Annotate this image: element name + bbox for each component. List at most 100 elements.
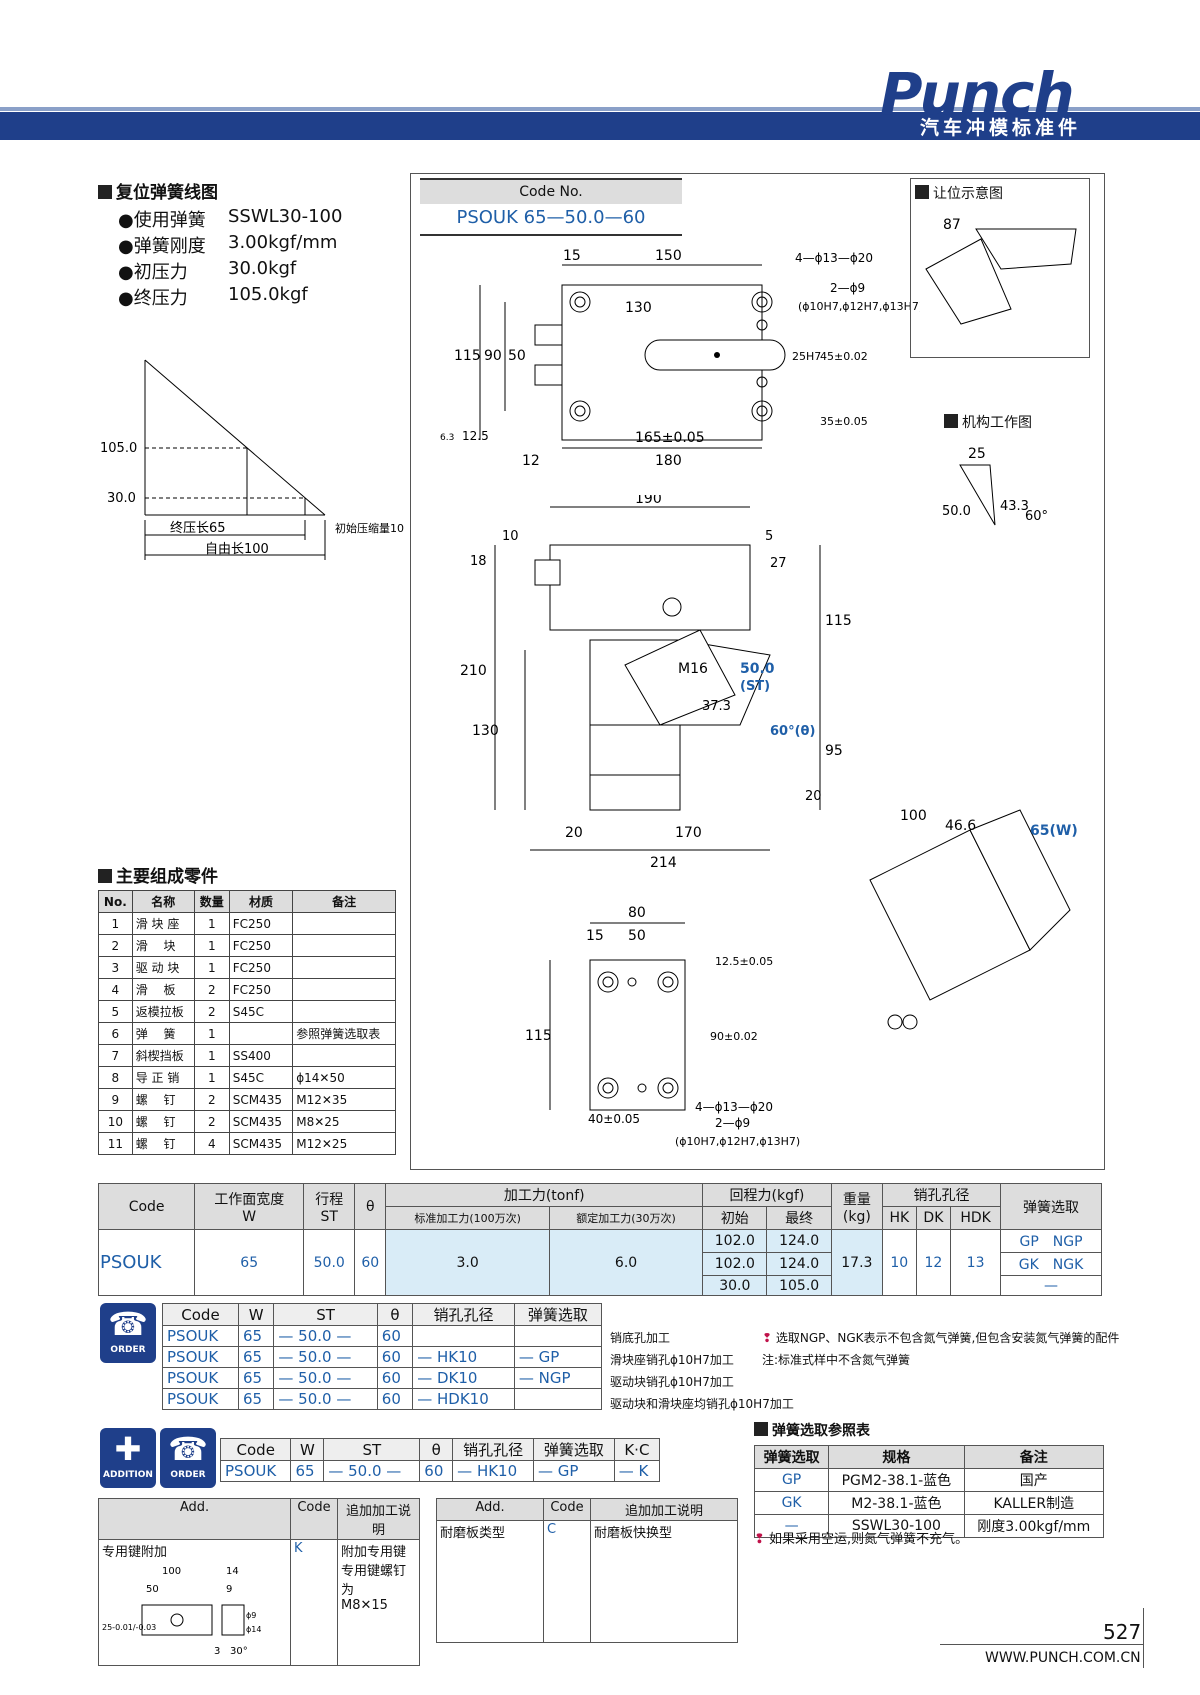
spec-h-pin: 销孔孔径: [881, 1183, 1002, 1207]
spec-h-w-unit: W: [242, 1208, 257, 1225]
parts-title: 主要组成零件: [98, 862, 218, 887]
spec-w: 65: [194, 1229, 305, 1296]
add-h-kc: K·C: [613, 1438, 661, 1461]
mech-dim-43: 43.3: [1000, 499, 1029, 514]
parts-cell: SCM435: [228, 1110, 294, 1133]
parts-cell: [292, 912, 396, 935]
top-pin-spec: 2—ϕ9: [830, 281, 865, 295]
spec-spring-2: GK NGK: [1000, 1252, 1102, 1276]
spec-h-w-text: 工作面宽度: [214, 1191, 285, 1208]
parts-h-mat: 材质: [228, 890, 294, 913]
addr-h-code: Code: [543, 1498, 591, 1521]
addl-add-cell: 专用键附加 100 50 14 9 25-0.01/-0.03 ϕ9 ϕ14 3…: [98, 1539, 291, 1666]
key-dim-14: 14: [226, 1566, 239, 1577]
parts-cell: SCM435: [228, 1132, 294, 1155]
sect-dim-46: 46.6: [945, 818, 976, 834]
spring-spec-label-1: ●使用弹簧: [118, 210, 206, 231]
parts-cell: 7: [98, 1044, 133, 1067]
addition-table: Code W ST θ 销孔孔径 弹簧选取 K·C PSOUK 65 — 50.…: [219, 1438, 661, 1482]
addl-h-code: Code: [290, 1498, 338, 1540]
mech-dim-25: 25: [968, 446, 986, 462]
order-note-4: 驱动块和滑块座均销孔ϕ10H7加工: [610, 1397, 794, 1411]
spec-h-weight: 重量(kg): [830, 1183, 883, 1230]
parts-cell: 4: [193, 1132, 230, 1155]
top-hole-spec: 4—ϕ13—ϕ20: [795, 251, 873, 265]
spec-ret-init-2: 102.0: [702, 1252, 768, 1276]
add-h-st: ST: [323, 1438, 421, 1461]
top-dim-45: 45±0.02: [820, 350, 868, 363]
page-number: 527: [1103, 1620, 1142, 1644]
spec-h-code: Code: [97, 1183, 196, 1230]
key-dim-3: 3: [214, 1646, 220, 1657]
spring-ref-cell: GK: [753, 1491, 830, 1515]
parts-cell: S45C: [228, 1000, 294, 1023]
parts-cell: SS400: [228, 1044, 294, 1067]
spec-h-force-std: 标准加工力(100万次): [385, 1206, 550, 1230]
spec-h-return: 回程力(kgf): [702, 1183, 832, 1207]
spec-ret-init-1: 102.0: [702, 1229, 768, 1253]
parts-cell: 1: [193, 912, 230, 935]
order-cell: 65: [237, 1346, 275, 1368]
spec-h-force-rated: 额定加工力(30万次): [548, 1206, 704, 1230]
order-cell: [513, 1388, 603, 1410]
spring-spec-value-4: 105.0kgf: [228, 284, 308, 305]
add-w: 65: [290, 1460, 325, 1482]
parts-cell: 6: [98, 1022, 133, 1045]
bot-dim-115: 115: [525, 1028, 552, 1044]
spec-ret-final-2: 124.0: [766, 1252, 832, 1276]
addition-icon-label: ADDITION: [103, 1470, 153, 1480]
parts-cell: 5: [98, 1000, 133, 1023]
order-cell: — GP: [513, 1346, 603, 1368]
order-phone-icon: ☎ORDER: [100, 1303, 156, 1363]
order-cell: — 50.0 —: [273, 1388, 378, 1410]
parts-h-name: 名称: [131, 890, 195, 913]
header-bar: [0, 112, 1200, 140]
mid-dim-18: 18: [470, 554, 487, 569]
addr-code: C: [543, 1520, 591, 1643]
add-st: — 50.0 —: [323, 1460, 421, 1482]
order-note-2: 滑块座销孔ϕ10H7加工: [610, 1353, 734, 1367]
parts-cell: M12✕35: [292, 1088, 396, 1111]
addition-phone-icon: ☎ORDER: [160, 1428, 216, 1488]
mid-dim-214: 214: [650, 855, 677, 871]
mid-dim-210: 210: [460, 663, 487, 679]
parts-cell: 4: [98, 978, 133, 1001]
spring-ref-cell: —: [753, 1514, 830, 1538]
mid-st-value: 50.0: [740, 661, 775, 677]
order-cell: — 50.0 —: [273, 1325, 378, 1347]
spec-h-weight-unit: (kg): [842, 1208, 871, 1225]
parts-cell: [292, 978, 396, 1001]
parts-cell: M12✕25: [292, 1132, 396, 1155]
add-left-table: Add. Code 追加加工说明 专用键附加 100 50 14 9 25-0.…: [98, 1498, 420, 1666]
spring-ref-cell: GP: [753, 1468, 830, 1492]
spec-h-st-text: 行程: [315, 1191, 344, 1208]
addl-add: 专用键附加: [102, 1545, 168, 1560]
parts-cell: M8✕25: [292, 1110, 396, 1133]
spring-ref-title: 弹簧选取参照表: [754, 1420, 870, 1440]
parts-cell: 斜楔挡板: [131, 1044, 195, 1067]
parts-cell: 2: [193, 978, 230, 1001]
spec-st: 50.0: [303, 1229, 356, 1296]
key-dim-phi9: ϕ9: [246, 1611, 256, 1620]
spec-ret-final-3: 105.0: [766, 1275, 832, 1296]
order-cell: PSOUK: [162, 1325, 239, 1347]
order-h-st: ST: [273, 1303, 378, 1326]
key-dim-30deg: 30°: [230, 1646, 248, 1657]
spr-h-3: 备注: [963, 1445, 1105, 1469]
bottom-view-drawing: 80 15 50 12.5±0.05 115 90±0.02 4—ϕ13—ϕ20…: [525, 905, 800, 1148]
addl-h-desc: 追加加工说明: [337, 1498, 420, 1540]
order-cell: 60: [376, 1388, 414, 1410]
